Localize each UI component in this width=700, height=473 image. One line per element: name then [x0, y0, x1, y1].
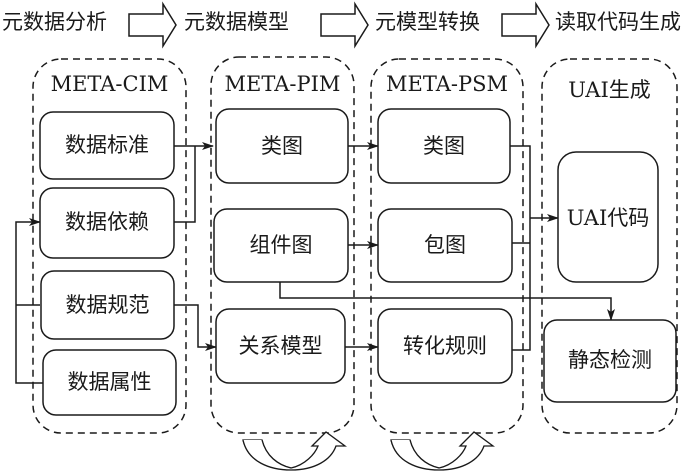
stage-arrow-3 — [501, 1, 550, 49]
stage-label-analysis: 元数据分析 — [2, 10, 107, 34]
node-box-data-dependency — [39, 187, 175, 259]
node-psm-class: 类图 — [423, 134, 465, 158]
group-title-uai: UAI生成 — [568, 78, 651, 102]
stage-label-model: 元数据模型 — [184, 10, 289, 34]
stage-label-transform: 元模型转换 — [375, 10, 480, 34]
node-relation-model: 关系模型 — [238, 334, 323, 358]
node-pim-class: 类图 — [261, 134, 303, 158]
edge-component-to-static — [279, 282, 615, 321]
node-static-check: 静态检测 — [568, 348, 652, 372]
group-uai-container — [541, 58, 678, 434]
cycle-arrow-pim — [242, 431, 347, 471]
node-box-psm-class — [377, 108, 511, 184]
edge-spec-to-relation — [174, 304, 217, 351]
node-box-data-spec — [40, 270, 175, 340]
node-box-rules — [377, 308, 513, 384]
node-box-data-attribute — [42, 349, 177, 416]
stage-arrow-2 — [320, 1, 369, 49]
group-title-meta-pim: META-PIM — [224, 72, 341, 96]
edge-attribute-to-dependency — [15, 218, 43, 384]
group-title-meta-psm: META-PSM — [386, 72, 508, 96]
node-box-component — [213, 208, 349, 283]
node-rules: 转化规则 — [403, 334, 487, 358]
stage-arrow-1 — [128, 1, 177, 49]
node-data-dependency: 数据依赖 — [65, 210, 149, 234]
group-meta-cim-container — [32, 58, 187, 434]
node-box-package — [377, 208, 513, 283]
node-box-pim-class — [215, 108, 349, 184]
group-meta-psm-container — [370, 58, 524, 434]
node-box-static-check — [543, 319, 677, 403]
node-box-uai-code — [557, 151, 659, 283]
cycle-arrow-psm — [390, 431, 495, 471]
node-box-relation-model — [215, 308, 346, 384]
stage-label-codegen: 读取代码生成 — [555, 10, 681, 34]
node-package: 包图 — [424, 233, 466, 257]
edge-dependency-to-class — [174, 146, 196, 223]
edge-psm-class-to-uai — [510, 145, 531, 351]
group-title-meta-cim: META-CIM — [50, 72, 169, 96]
node-component: 组件图 — [249, 233, 313, 257]
node-data-spec: 数据规范 — [65, 293, 150, 317]
node-box-data-standard — [39, 111, 175, 180]
node-uai-code: UAI代码 — [566, 206, 650, 230]
node-data-standard: 数据标准 — [65, 133, 149, 157]
node-data-attribute: 数据属性 — [67, 370, 152, 394]
